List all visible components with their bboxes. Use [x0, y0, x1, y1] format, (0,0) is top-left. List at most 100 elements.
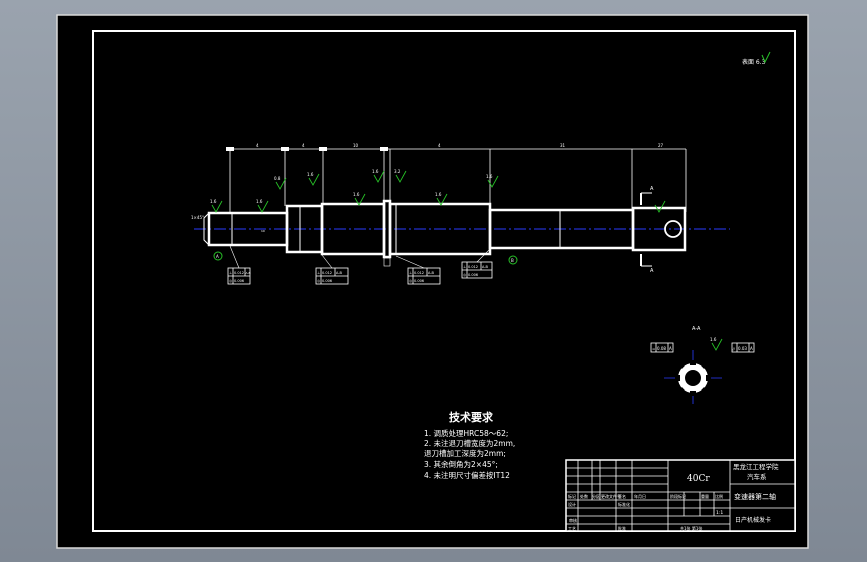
- svg-text:设计: 设计: [568, 501, 576, 507]
- svg-text:10: 10: [353, 143, 359, 148]
- scale-value: 1:1: [716, 510, 723, 516]
- section-view-a-a: A-A = 0.08 A // 0.03 A 1.6: [650, 326, 755, 404]
- svg-text:处数: 处数: [580, 493, 588, 499]
- sheet-border: [92, 30, 796, 532]
- svg-text:31: 31: [560, 143, 566, 148]
- department: 汽车系: [747, 472, 767, 481]
- svg-text:A: A: [650, 186, 654, 192]
- left-chamfer-label: 1×45°: [191, 215, 204, 220]
- roughness-symbol: [654, 200, 666, 213]
- svg-text:0.012: 0.012: [322, 271, 332, 275]
- svg-text:0.8: 0.8: [274, 176, 281, 181]
- roughness-symbol: 1.6: [372, 169, 385, 183]
- svg-text:审核: 审核: [569, 517, 577, 523]
- svg-text:A-B: A-B: [246, 271, 251, 275]
- roughness-symbol: 1.6: [435, 192, 448, 206]
- section-cut-marker-top: A: [640, 186, 654, 205]
- roughness-symbol: 1.6: [486, 174, 499, 188]
- dimension-arrowheads: [226, 147, 388, 151]
- svg-text:签名: 签名: [618, 493, 626, 499]
- svg-text:1.6: 1.6: [353, 192, 360, 197]
- drawing-title: 变速器第二轴: [734, 492, 776, 501]
- technical-requirements: 技术要求 1. 调质处理HRC58～62; 2. 未注退刀槽宽度为2mm, 退刀…: [424, 410, 515, 480]
- svg-text:标准化: 标准化: [618, 501, 630, 507]
- drawing-area: [56, 14, 809, 549]
- svg-text:◎: ◎: [229, 279, 232, 283]
- svg-text:A-B: A-B: [336, 271, 342, 275]
- svg-text:工艺: 工艺: [568, 526, 576, 531]
- svg-text:4: 4: [438, 143, 441, 148]
- svg-text:A-A: A-A: [692, 326, 701, 332]
- svg-text:重量: 重量: [701, 493, 709, 499]
- svg-text:⊥: ⊥: [463, 265, 466, 269]
- section-cut-marker-bottom: A: [640, 254, 654, 274]
- svg-text:1.6: 1.6: [210, 199, 217, 204]
- roughness-symbol: 1.6: [307, 172, 320, 186]
- svg-text:3.2: 3.2: [394, 169, 401, 174]
- material: 40Cr: [687, 474, 710, 484]
- svg-text:1.6: 1.6: [486, 174, 493, 179]
- svg-text:=: =: [652, 346, 655, 351]
- roughness-symbol: 1.6: [256, 199, 269, 213]
- svg-text:共1张 第1张: 共1张 第1张: [680, 525, 702, 531]
- tech-requirements-title: 技术要求: [449, 410, 494, 424]
- svg-text:0.006: 0.006: [468, 273, 478, 277]
- roughness-symbol: 3.2: [394, 169, 407, 183]
- svg-text:4: 4: [302, 143, 305, 148]
- svg-text:27: 27: [658, 143, 664, 148]
- svg-text:0.03: 0.03: [738, 346, 747, 351]
- svg-text:比例: 比例: [715, 493, 723, 499]
- top-dimension-chain: [228, 148, 687, 213]
- tolerance-frame: ⊥ 0.012 A-B ◎ 0.006: [461, 261, 493, 279]
- svg-text:⊥: ⊥: [229, 271, 232, 275]
- svg-text:4: 4: [256, 143, 259, 148]
- svg-text:0.012: 0.012: [468, 265, 478, 269]
- svg-text:批准: 批准: [618, 525, 626, 531]
- svg-text:A: A: [750, 346, 753, 351]
- roughness-symbol: 1.6: [353, 192, 366, 206]
- svg-text:1.6: 1.6: [435, 192, 442, 197]
- svg-text:1.6: 1.6: [256, 199, 263, 204]
- tech-requirement-item: 退刀槽加工深度为2mm;: [424, 448, 506, 458]
- title-footer: 日产机械发卡: [735, 516, 771, 524]
- svg-text:0.012: 0.012: [414, 271, 424, 275]
- svg-text:◎: ◎: [409, 279, 412, 283]
- title-block: 40Cr 黑龙江工程学院 汽车系 变速器第二轴 日产机械发卡 标记 处数 分区 …: [565, 459, 796, 532]
- svg-text:B: B: [511, 258, 514, 263]
- svg-text:分区: 分区: [592, 493, 600, 499]
- tech-requirement-item: 2. 未注退刀槽宽度为2mm,: [424, 438, 515, 448]
- svg-text:0.006: 0.006: [322, 279, 332, 283]
- svg-text:A: A: [669, 346, 672, 351]
- roughness-symbol: 0.8: [274, 176, 287, 190]
- tech-requirement-item: 3. 其余倒角为2×45°;: [424, 459, 498, 469]
- shaft-details: [203, 204, 682, 254]
- svg-text:0.006: 0.006: [234, 279, 244, 283]
- svg-text:标记: 标记: [568, 493, 576, 499]
- svg-text:年月日: 年月日: [634, 493, 646, 499]
- svg-text:1.6: 1.6: [307, 172, 314, 177]
- svg-text:0.006: 0.006: [414, 279, 424, 283]
- svg-text:⊥: ⊥: [409, 271, 412, 275]
- leader-lines: [229, 245, 491, 269]
- roughness-symbol: 1.6: [210, 199, 223, 213]
- top-dimension-values: 4 4 10 4 31 27: [256, 143, 664, 148]
- svg-text:1.6: 1.6: [710, 337, 717, 342]
- svg-text:0.08: 0.08: [657, 346, 666, 351]
- school-name: 黑龙江工程学院: [733, 462, 779, 471]
- datum-b-marker: B: [508, 255, 518, 265]
- svg-text:A: A: [650, 268, 654, 274]
- svg-text:⊥: ⊥: [317, 271, 320, 275]
- svg-text:◎: ◎: [317, 279, 320, 283]
- center-tag: 10: [261, 229, 265, 233]
- svg-text://: //: [733, 347, 736, 351]
- svg-text:◎: ◎: [463, 273, 466, 277]
- svg-text:0.012: 0.012: [234, 271, 244, 275]
- surface-roughness-note: 表面 6.3: [742, 51, 771, 66]
- datum-a-marker: A: [213, 251, 223, 261]
- svg-text:A: A: [216, 254, 219, 259]
- svg-text:更改文件号: 更改文件号: [601, 493, 621, 499]
- tech-requirement-item: 1. 调质处理HRC58～62;: [424, 428, 508, 438]
- svg-text:A-B: A-B: [428, 271, 434, 275]
- svg-text:A-B: A-B: [482, 265, 488, 269]
